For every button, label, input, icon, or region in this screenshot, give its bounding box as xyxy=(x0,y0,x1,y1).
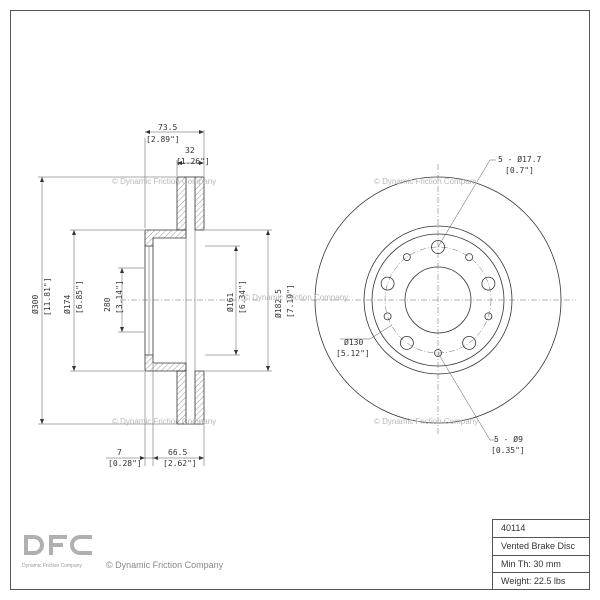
bolt-hole xyxy=(380,276,395,291)
dim-total-width: 73.5 xyxy=(158,123,177,132)
dim-rotor-thickness: 32 xyxy=(185,146,195,155)
bolt-hole xyxy=(431,240,445,254)
dim-hat-diameter: Ø174 xyxy=(62,295,72,314)
part-number: 40114 xyxy=(493,520,590,538)
dim-inner-diameter-in: [7.19"] xyxy=(286,284,295,318)
dim-total-width-in: [2.89"] xyxy=(146,135,180,144)
min-thickness: Min Th: 30 mm xyxy=(493,556,590,574)
small-hole xyxy=(484,312,493,321)
bolt-holes xyxy=(380,240,496,350)
hat-bottom xyxy=(144,354,187,372)
small-hole xyxy=(465,253,474,262)
small-hole xyxy=(434,349,442,357)
dim-outer-diameter: Ø300 xyxy=(30,295,40,314)
dim-outer-diameter-in: [11.81"] xyxy=(43,277,52,316)
dim-hat-thickness-in: [0.28"] xyxy=(108,459,142,468)
logo-caption: Dynamic Friction Company xyxy=(22,563,83,569)
dim-inner-diameter: Ø182.5 xyxy=(273,289,283,318)
hat-top xyxy=(144,229,187,247)
dim-hat-thickness: 7 xyxy=(117,448,122,457)
dim-hat-diameter-in: [6.85"] xyxy=(75,280,84,314)
dim-center-bore-in: [6.34"] xyxy=(238,280,247,314)
dim-hub-height-in: [3.14"] xyxy=(115,280,124,314)
outer-plate-bottom xyxy=(194,370,205,425)
bolt-holes-label: 5 - Ø17.7 xyxy=(498,154,542,164)
bolt-circle-label-in: [5.12"] xyxy=(336,349,370,358)
watermark-2: © Dynamic Friction Company xyxy=(374,177,478,186)
part-type: Vented Brake Disc xyxy=(493,538,590,556)
dim-hub-height: 280 xyxy=(103,297,112,312)
outer-plate-top xyxy=(194,176,205,231)
small-holes-label: 5 - Ø9 xyxy=(494,434,523,444)
small-hole xyxy=(402,253,411,262)
bolt-hole xyxy=(481,276,496,291)
dfc-logo xyxy=(24,535,92,555)
bolt-hole xyxy=(462,335,477,350)
dim-offset: 66.5 xyxy=(168,448,187,457)
dim-offset-in: [2.62"] xyxy=(163,459,197,468)
side-section-view: 73.5 [2.89"] 32 [1.26"] Ø300 [11.81"] Ø1… xyxy=(30,123,295,468)
small-holes xyxy=(383,253,493,357)
small-hole xyxy=(383,312,392,321)
bolt-hole xyxy=(399,335,414,350)
spec-info-box: 40114 Vented Brake Disc Min Th: 30 mm We… xyxy=(492,519,590,590)
footer-watermark: © Dynamic Friction Company xyxy=(106,560,224,570)
watermark-3: © Dynamic Friction Company xyxy=(244,293,348,302)
watermark-5: © Dynamic Friction Company xyxy=(374,417,478,426)
small-holes-label-in: [0.35"] xyxy=(491,446,525,455)
part-weight: Weight: 22.5 lbs xyxy=(501,576,566,587)
bolt-circle-label: Ø130 xyxy=(344,337,363,347)
watermark-4: © Dynamic Friction Company xyxy=(112,417,216,426)
bolt-holes-label-in: [0.7"] xyxy=(505,166,534,175)
front-view: 5 - Ø17.7 [0.7"] Ø130 [5.12"] 5 - Ø9 [0.… xyxy=(300,154,576,455)
watermark-1: © Dynamic Friction Company xyxy=(112,177,216,186)
dim-rotor-thickness-in: [1.26"] xyxy=(176,157,210,166)
dim-center-bore: Ø161 xyxy=(225,293,235,312)
drawing-frame xyxy=(10,10,590,590)
